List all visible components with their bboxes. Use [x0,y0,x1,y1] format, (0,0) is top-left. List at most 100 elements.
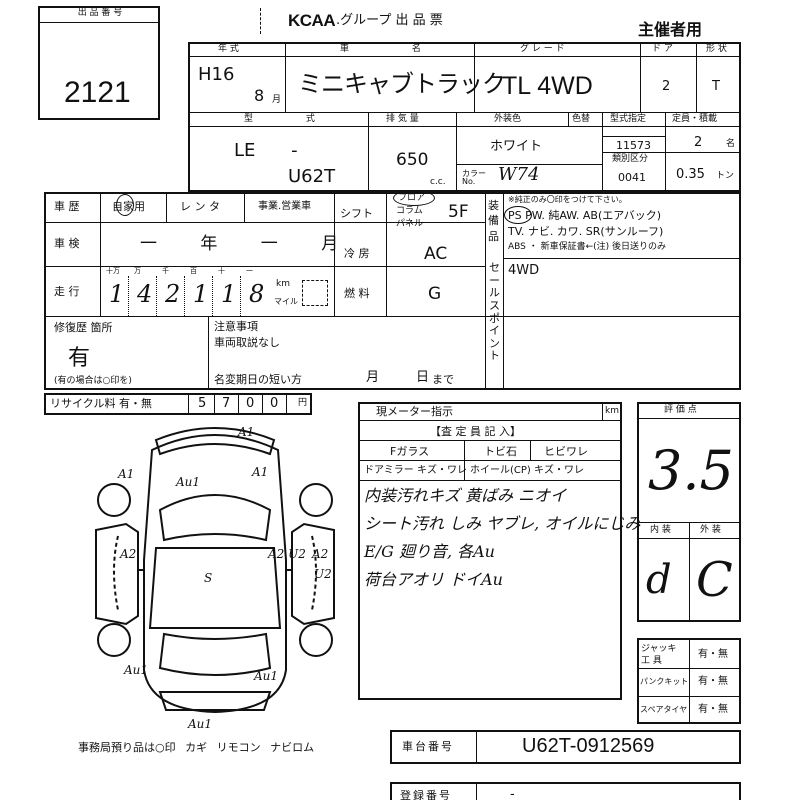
type-designation: 11573 [616,139,651,152]
door-label: ド ア [652,44,673,54]
caution-label: 注意事項 [214,320,258,333]
damage-mark: U2 [314,567,332,581]
stone-chip-label: トビ石 [484,445,517,458]
damage-mark: A2 [120,547,137,561]
inspection-value: 一 年 一 月 [140,234,339,254]
mile-checkbox [302,280,328,306]
damage-mark: Au1 [176,475,201,489]
equipment-note: ※純正のみ〇印をつけて下さい。 [508,195,627,204]
damage-mark: A2 [312,547,329,561]
entry-label: 【査 定 員 記 入】 [430,425,521,438]
equipment-line-3: ABS ・ 新車保証書←(注) 後日送りのみ [508,242,667,252]
recycle-frame [44,393,312,415]
year-era: H16 [198,64,235,85]
color-change-label: 色替 [572,114,591,124]
load-unit: トン [716,171,735,181]
exterior-color: ホワイト [490,139,543,154]
displacement-value: 650 [396,150,429,170]
type-designation-label: 型式指定 [610,114,647,124]
sales-point-value: 4WD [508,263,540,278]
doors-value: 2 [662,79,671,94]
inspector-note-line: E/G 廻り音, 各Au [364,542,495,561]
color-number: W74 [498,164,540,185]
shift-value: 5F [448,202,469,222]
lot-box [38,6,160,120]
car-name: ミニキャブトラック [298,70,506,98]
model-prefix: LE - [234,140,298,161]
damage-mark: A1 [252,465,269,479]
spare-value: 有・無 [698,704,728,715]
shift-floor-circle [393,190,435,206]
mileage-digit: 8 [249,280,265,308]
exterior-grade: C [696,552,733,608]
spare-label: スペアタイヤ [640,705,688,714]
shape-value: T [712,79,720,94]
history-own-circle [116,194,134,216]
exterior-label: 外装色 [494,114,522,124]
mileage-unit-label: 千 [162,267,169,275]
meter-label: 現メーター指示 [376,405,453,418]
caution-value: 車両取説なし [214,336,280,349]
damage-mark: Au1 [188,717,213,731]
chassis-label: 車台番号 [402,740,454,753]
inspector-note-line: 荷台アオリ ドイAu [364,570,503,589]
history-label: 車 歴 [54,200,80,213]
color-number-label: カラー No. [462,169,486,186]
fuel-value: G [428,284,442,304]
capacity-unit: 名 [726,139,736,149]
damage-mark: A2 U2 [268,547,306,561]
registration-value: - [510,787,515,800]
damage-mark: Au1 [124,663,149,677]
year-number: 8 [254,86,265,105]
inspection-label: 車 検 [54,237,80,250]
equipment-label: 装 備 品 [488,199,499,243]
displacement-label: 排 気 量 [386,114,419,124]
mileage-unit-label: 一 [246,267,253,275]
equipment-line-2: TV. ナビ. カワ. SR(サンルーフ) [508,225,664,238]
grade-value: TL 4WD [502,72,593,100]
inspector-note-line: シート汚れ しみ ヤブレ, オイルにじみ [364,514,641,533]
sales-point-label: セールスポイント [489,261,500,363]
interior-grade: d [646,557,672,603]
recycle-unit: 円 [298,398,308,408]
load-value: 0.35 [676,167,705,182]
ac-label: 冷 房 [344,247,370,260]
puncture-value: 有・無 [698,676,728,687]
meter-unit: km [605,406,619,416]
cc-unit: c.c. [430,177,446,187]
chassis-frame [390,730,741,764]
score-value: 3.5 [648,439,734,502]
class-number: 0041 [618,171,646,184]
model-label: 型 式 [244,114,315,124]
repair-label: 修復歴 箇所 [54,321,113,334]
recycle-label: リサイクル料 有・無 [50,397,152,410]
inspector-note-line: 内装汚れキズ 黄ばみ ニオイ [364,486,567,505]
interior-label: 内 装 [650,525,671,535]
short-change-suffix: まで [432,373,454,386]
exterior-label-score: 外 装 [700,525,721,535]
mileage-unit-label: 万 [134,267,141,275]
mileage-digit: 4 [137,280,153,308]
km-label: km [276,279,290,289]
chassis-number: U62T-0912569 [522,735,655,757]
mile-label: マイル [274,297,298,306]
mileage-digit: 1 [221,280,237,308]
crack-label: ヒビワレ [544,445,588,458]
door-mirror-label: ドアミラー キズ・ワレ [364,465,467,476]
history-business: 事業.営業車 [258,201,312,212]
damage-mark: A1 [118,467,135,481]
shift-label: シフト [340,207,373,220]
history-frame [44,192,741,390]
mileage-digit: 2 [165,280,181,308]
mileage-digit: 1 [109,280,125,308]
grade-label: グ レ ー ド [520,44,565,54]
main-frame [188,42,741,192]
car-damage-diagram [95,427,335,714]
shift-panel: パネル [396,219,424,229]
model-code: U62T [288,166,336,187]
mileage-unit-label: 百 [190,267,197,275]
short-change-month: 月 [366,370,380,385]
recycle-digit: 7 [222,396,231,411]
short-change-day: 日 [416,370,430,385]
inspector-frame [358,402,622,700]
